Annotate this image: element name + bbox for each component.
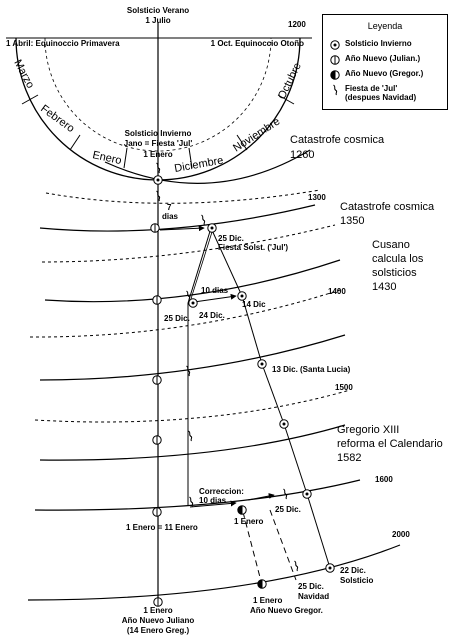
label-jano-fiesta: Jano = Fiesta 'Jul': [124, 139, 193, 148]
label-bottom-greg14: (14 Enero Greg.): [127, 626, 190, 635]
label-bottom-julian: Año Nuevo Juliano: [122, 616, 195, 625]
label-year-1300: 1300: [308, 193, 326, 202]
label-navidad: Navidad: [298, 592, 329, 601]
event-catastrophe-1350-title: Catastrofe cosmica: [340, 201, 435, 213]
event-gregorio-3: 1582: [337, 452, 361, 464]
legend: Leyenda Solsticio Invierno Año Nuevo (Ju…: [322, 14, 448, 110]
legend-title: Leyenda: [367, 21, 403, 31]
legend-jul-label: Fiesta de 'Jul' (despues Navidad): [345, 84, 416, 102]
event-gregorio-2: reforma el Calendario: [337, 438, 443, 450]
label-dec25-jul: 25 Dic.: [218, 234, 244, 243]
label-jan1-greg: 1 Enero: [234, 517, 263, 526]
legend-gregorian-label: Año Nuevo (Gregor.): [345, 69, 424, 78]
gregorian-newyear-icon: [330, 70, 340, 80]
label-solstice-summer: Solsticio Verano: [127, 6, 189, 15]
label-equinox-autumn: 1 Oct. Equinoccio Otoño: [211, 39, 304, 48]
label-january-1: 1 Enero: [143, 150, 172, 159]
label-year-1200: 1200: [288, 20, 306, 29]
label-jan1-newyear-greg: 1 Enero: [253, 596, 282, 605]
month-febrero: Febrero: [38, 103, 76, 135]
label-fiesta-solst: Fiesta Solst. ('Jul'): [218, 243, 288, 252]
label-bottom-jan1: 1 Enero: [143, 606, 172, 615]
legend-jul-line1: Fiesta de 'Jul': [345, 84, 398, 93]
label-year-2000: 2000: [392, 530, 410, 539]
event-cusano-3: solsticios: [372, 267, 417, 279]
label-days: dias: [162, 212, 179, 221]
solstice-icon: [330, 40, 340, 50]
label-dec13: 13 Dic. (Santa Lucia): [272, 365, 351, 374]
legend-row-gregorian: Año Nuevo (Gregor.): [329, 69, 423, 81]
event-gregorio-1: Gregorio XIII: [337, 424, 399, 436]
label-dec14: 14 Dic: [242, 300, 266, 309]
label-year-1400: 1400: [328, 287, 346, 296]
julian-newyear-icon: [330, 55, 340, 65]
month-marzo: Marzo: [11, 58, 36, 91]
month-separators: [21, 94, 295, 169]
legend-row-jul: Fiesta de 'Jul' (despues Navidad): [329, 84, 416, 102]
month-ring-inner: [44, 37, 272, 152]
label-winter-solstice: Solsticio Invierno: [125, 129, 192, 138]
label-ten-days: 10 dias: [201, 286, 229, 295]
event-catastrophe-1260-title: Catastrofe cosmica: [290, 134, 385, 146]
label-equinox-spring: 1 Abril: Equinoccio Primavera: [6, 39, 120, 48]
label-year-1500: 1500: [335, 383, 353, 392]
label-july: 1 Julio: [145, 16, 170, 25]
month-octubre: Octubre: [276, 61, 304, 101]
label-correction-days: 10 dias: [199, 496, 227, 505]
label-dec25-1600: 25 Dic.: [275, 505, 301, 514]
event-catastrophe-1260-year: 1260: [290, 149, 314, 161]
month-diciembre: Diciembre: [173, 155, 224, 175]
label-correction: Correccion:: [199, 487, 244, 496]
arrows: [159, 225, 275, 508]
label-newyear-gregor: Año Nuevo Gregor.: [250, 606, 323, 615]
label-dec25-left: 25 Dic.: [164, 314, 190, 323]
event-catastrophe-1350-year: 1350: [340, 215, 364, 227]
month-noviembre: Noviembre: [231, 115, 282, 154]
label-jan1-equals: 1 Enero = 11 Enero: [126, 523, 198, 532]
label-seven: 7: [167, 203, 172, 212]
legend-jul-line2: (despues Navidad): [345, 93, 417, 102]
label-dec22: 22 Dic.: [340, 566, 366, 575]
event-cusano-4: 1430: [372, 281, 396, 293]
julian-newyear-markers: [150, 223, 163, 607]
legend-row-solstice: Solsticio Invierno: [329, 39, 412, 51]
event-cusano-1: Cusano: [372, 239, 410, 251]
label-solsticio: Solsticio: [340, 576, 373, 585]
label-dec25-navidad: 25 Dic.: [298, 582, 324, 591]
legend-row-julian: Año Nuevo (Julian.): [329, 54, 420, 66]
event-cusano-2: calcula los: [372, 253, 424, 265]
label-dec24: 24 Dic.: [199, 311, 225, 320]
label-year-1600: 1600: [375, 475, 393, 484]
jul-feast-icon: [333, 84, 338, 96]
legend-julian-label: Año Nuevo (Julian.): [345, 54, 421, 63]
drift-lines: [157, 182, 331, 586]
month-enero: Enero: [91, 149, 122, 167]
legend-solstice-label: Solsticio Invierno: [345, 39, 412, 48]
